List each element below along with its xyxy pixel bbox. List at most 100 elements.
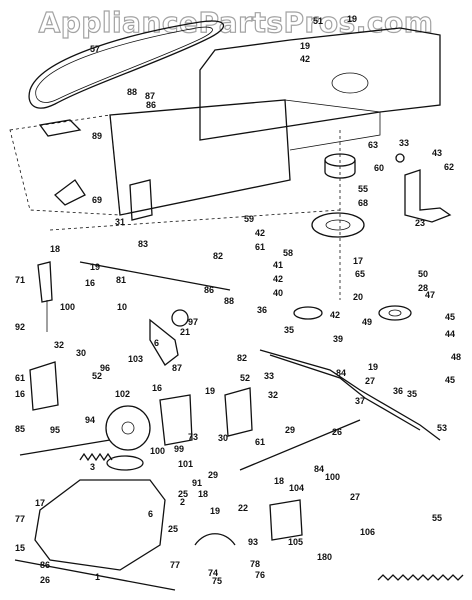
part-label-42: 42 [300, 54, 310, 64]
part-label-6: 6 [148, 509, 153, 519]
part-label-57: 57 [90, 44, 100, 54]
part-label-19: 19 [368, 362, 378, 372]
part-label-97: 97 [188, 317, 198, 327]
part-label-86: 86 [40, 560, 50, 570]
part-label-42: 42 [330, 310, 340, 320]
transaxle [34, 479, 166, 571]
part-label-19: 19 [90, 262, 100, 272]
part-label-42: 42 [255, 228, 265, 238]
part-label-26: 26 [40, 575, 50, 585]
part-label-27: 27 [365, 376, 375, 386]
part-label-75: 75 [212, 576, 222, 586]
part-label-32: 32 [268, 390, 278, 400]
part-label-31: 31 [115, 217, 125, 227]
bracket-105 [269, 499, 303, 541]
part-label-23: 23 [415, 218, 425, 228]
idler-pulley-47 [378, 305, 412, 321]
part-label-25: 25 [178, 489, 188, 499]
part-label-74: 74 [208, 568, 218, 578]
part-label-59: 59 [244, 214, 254, 224]
part-label-106: 106 [360, 527, 375, 537]
part-label-101: 101 [178, 459, 193, 469]
hose-93 [194, 533, 236, 546]
part-label-100: 100 [150, 446, 165, 456]
part-label-78: 78 [250, 559, 260, 569]
bracket-89 [38, 119, 82, 137]
engine-pulley-side [324, 160, 356, 179]
shift-lever [149, 318, 179, 366]
part-label-18: 18 [198, 489, 208, 499]
part-label-47: 47 [425, 290, 435, 300]
axle [14, 559, 176, 591]
part-label-61: 61 [255, 242, 265, 252]
part-label-105: 105 [288, 537, 303, 547]
tractor-frame [199, 27, 441, 141]
lever-knob [171, 309, 189, 327]
idler-bracket [404, 169, 452, 223]
part-label-36: 36 [257, 305, 267, 315]
belt-guide-line [49, 209, 341, 231]
part-label-61: 61 [15, 373, 25, 383]
watermark: AppliancePartsPros.com [38, 5, 434, 39]
part-label-180: 180 [317, 552, 332, 562]
part-label-77: 77 [15, 514, 25, 524]
rod-95 [19, 439, 111, 456]
part-label-25: 25 [168, 524, 178, 534]
idler-pulley-47-hub [388, 309, 402, 317]
part-label-55: 55 [358, 184, 368, 194]
part-label-63: 63 [368, 140, 378, 150]
part-label-104: 104 [289, 483, 304, 493]
drive-pulley-3 [106, 455, 144, 471]
part-label-71: 71 [15, 275, 25, 285]
part-label-58: 58 [283, 248, 293, 258]
part-label-99: 99 [174, 444, 184, 454]
part-label-82: 82 [237, 353, 247, 363]
part-label-94: 94 [85, 415, 95, 425]
part-label-20: 20 [353, 292, 363, 302]
idler-pulley-40 [293, 306, 323, 320]
part-label-68: 68 [358, 198, 368, 208]
part-label-51: 51 [313, 16, 323, 26]
part-label-27: 27 [350, 492, 360, 502]
part-label-39: 39 [333, 334, 343, 344]
part-label-92: 92 [15, 322, 25, 332]
shift-rod [79, 261, 231, 291]
part-label-21: 21 [180, 327, 190, 337]
part-label-45: 45 [445, 312, 455, 322]
part-label-45: 45 [445, 375, 455, 385]
part-label-35: 35 [284, 325, 294, 335]
part-label-19: 19 [205, 386, 215, 396]
drive-belt [28, 20, 225, 109]
part-label-43: 43 [432, 148, 442, 158]
spring-99 [79, 452, 113, 462]
mount-bracket-30b [224, 387, 253, 437]
part-label-81: 81 [116, 275, 126, 285]
part-label-19: 19 [300, 41, 310, 51]
part-label-61: 61 [255, 437, 265, 447]
part-label-50: 50 [418, 269, 428, 279]
part-label-93: 93 [248, 537, 258, 547]
part-label-84: 84 [314, 464, 324, 474]
part-label-17: 17 [353, 256, 363, 266]
part-label-83: 83 [138, 239, 148, 249]
part-label-103: 103 [128, 354, 143, 364]
part-label-86: 86 [204, 285, 214, 295]
tractor-frame-side [284, 99, 381, 151]
part-label-52: 52 [92, 371, 102, 381]
part-label-3: 3 [90, 462, 95, 472]
part-label-100: 100 [325, 472, 340, 482]
part-label-85: 85 [15, 424, 25, 434]
part-label-1: 1 [95, 572, 100, 582]
part-label-86: 86 [146, 100, 156, 110]
part-label-88: 88 [224, 296, 234, 306]
guard-31 [129, 179, 153, 221]
part-label-48: 48 [451, 352, 461, 362]
part-label-29: 29 [208, 470, 218, 480]
part-label-87: 87 [172, 363, 182, 373]
part-label-77: 77 [170, 560, 180, 570]
bracket-71 [37, 261, 53, 303]
clutch-assembly-inner [325, 219, 351, 231]
part-label-33: 33 [399, 138, 409, 148]
brake-linkage [259, 349, 441, 441]
